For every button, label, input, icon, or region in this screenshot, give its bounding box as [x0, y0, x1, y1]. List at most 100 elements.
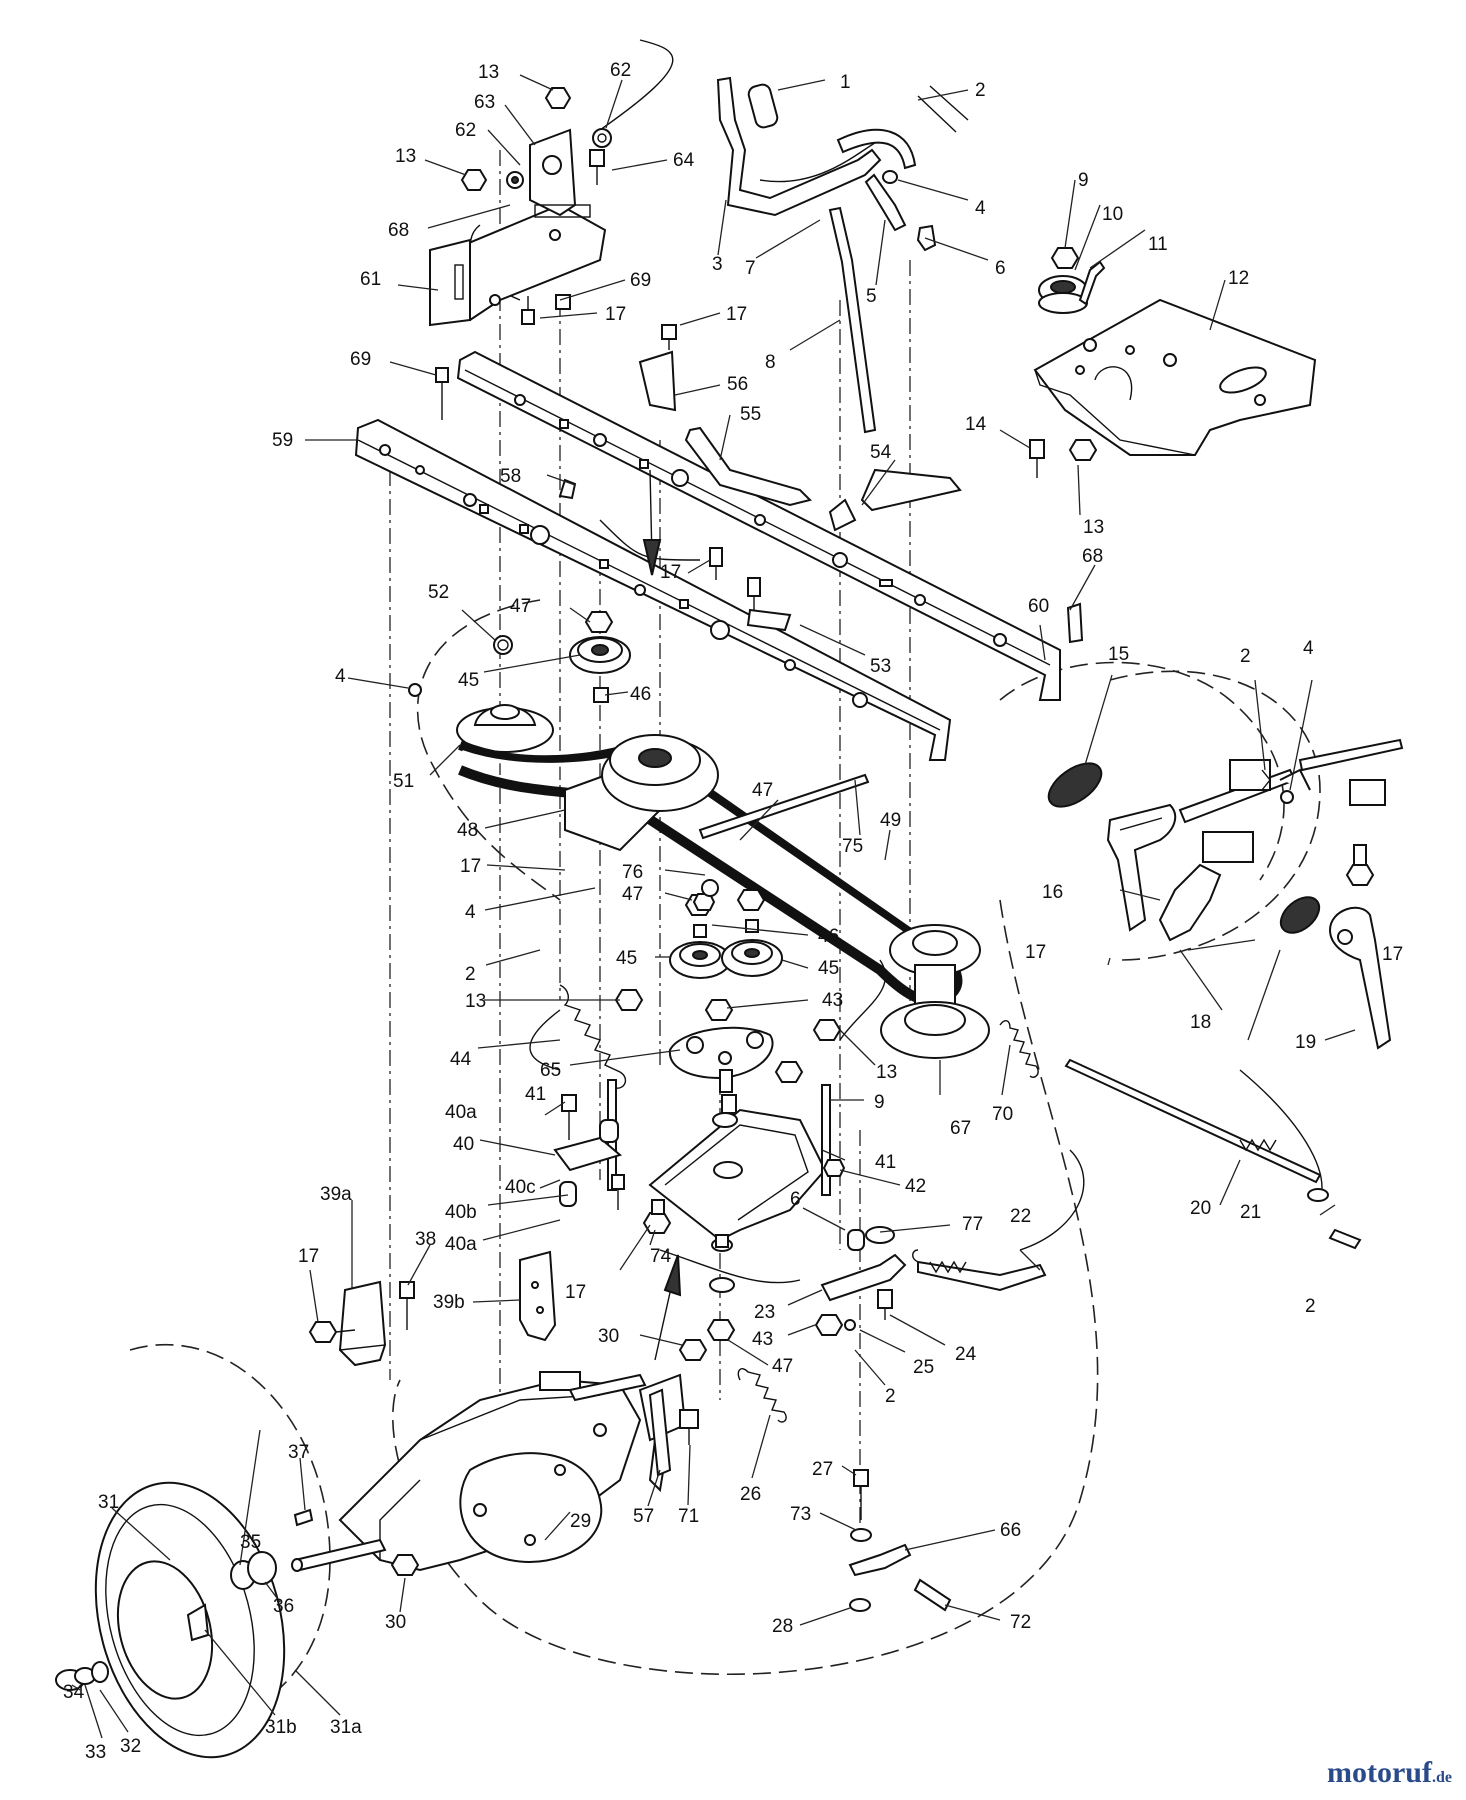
label-13: 13: [395, 146, 416, 167]
watermark-name: motoruf: [1327, 1756, 1432, 1789]
label-44: 44: [450, 1049, 472, 1070]
engine-pulley-48: [564, 734, 719, 852]
label-13: 13: [876, 1062, 897, 1083]
pedal-assembly-16: [1106, 738, 1404, 942]
label-31a: 31a: [330, 1717, 362, 1738]
idler-pulley-45-upper: [408, 611, 631, 703]
label-62: 62: [610, 60, 631, 81]
bracket-39a: [308, 1280, 415, 1367]
label-33: 33: [85, 1742, 106, 1763]
shift-lever-assembly: [716, 76, 969, 512]
label-14: 14: [965, 414, 987, 435]
label-40: 40: [453, 1134, 474, 1155]
idler-bracket-65: [614, 989, 842, 1093]
callout-labels: 1 2 3 4 5 6 7 8 9 10 11 12 13 62 63 13 6…: [63, 60, 1403, 1763]
label-69: 69: [350, 349, 371, 370]
label-66: 66: [1000, 1520, 1021, 1541]
label-63: 63: [474, 92, 495, 113]
label-56: 56: [727, 374, 748, 395]
label-40a: 40a: [445, 1102, 477, 1123]
label-71: 71: [678, 1506, 699, 1527]
label-55: 55: [740, 404, 761, 425]
leader-lines: [71, 74, 1356, 1739]
label-34: 34: [63, 1682, 85, 1703]
label-52: 52: [428, 582, 449, 603]
label-40a: 40a: [445, 1234, 477, 1255]
lower-idler-pulleys-45: [669, 879, 783, 979]
label-64: 64: [673, 150, 695, 171]
spring-26: [737, 1368, 787, 1423]
label-65: 65: [540, 1060, 561, 1081]
label-32: 32: [120, 1736, 141, 1757]
label-4: 4: [975, 198, 986, 219]
label-2: 2: [885, 1386, 896, 1407]
rod-55-56: [558, 350, 857, 632]
label-68: 68: [1082, 546, 1103, 567]
label-54: 54: [870, 442, 892, 463]
label-39a: 39a: [320, 1184, 352, 1205]
rear-wheel-31: [55, 1481, 286, 1759]
label-6: 6: [790, 1189, 801, 1210]
label-30: 30: [598, 1326, 619, 1347]
label-5: 5: [866, 286, 877, 307]
spacers-center: [706, 1234, 736, 1341]
rod-75: [698, 773, 870, 840]
mounting-plate-12: [1033, 298, 1317, 456]
label-41: 41: [875, 1152, 896, 1173]
upper-bracket-61: [429, 203, 607, 327]
key-37: [293, 1508, 314, 1527]
label-49: 49: [880, 810, 901, 831]
label-45: 45: [818, 958, 839, 979]
label-30: 30: [385, 1612, 406, 1633]
label-38: 38: [415, 1229, 436, 1250]
label-62: 62: [455, 120, 476, 141]
watermark-logo: motoruf.de: [1327, 1756, 1452, 1790]
label-17: 17: [726, 304, 747, 325]
frame-rail-59: [354, 418, 952, 761]
label-13: 13: [465, 991, 486, 1012]
direction-arrows: [642, 469, 682, 1361]
label-48: 48: [457, 820, 478, 841]
label-2: 2: [1305, 1296, 1316, 1317]
label-40c: 40c: [505, 1177, 536, 1198]
label-31: 31: [98, 1492, 119, 1513]
label-8: 8: [765, 352, 776, 373]
label-43: 43: [822, 990, 843, 1011]
label-27: 27: [812, 1459, 833, 1480]
label-17: 17: [1025, 942, 1046, 963]
label-69: 69: [630, 270, 651, 291]
spring-70: [999, 1020, 1039, 1078]
label-47: 47: [622, 884, 643, 905]
label-15: 15: [1108, 644, 1129, 665]
label-24: 24: [955, 1344, 977, 1365]
label-31b: 31b: [265, 1717, 297, 1738]
label-2: 2: [975, 80, 986, 101]
label-36: 36: [273, 1596, 294, 1617]
label-40b: 40b: [445, 1202, 477, 1223]
label-77: 77: [962, 1214, 983, 1235]
bracket-40: [553, 1094, 672, 1234]
label-11: 11: [1148, 234, 1168, 255]
label-10: 10: [1102, 204, 1123, 225]
label-19: 19: [1295, 1032, 1316, 1053]
shaft-57-71: [648, 1388, 699, 1477]
label-17: 17: [660, 562, 681, 583]
label-47: 47: [510, 596, 531, 617]
label-67: 67: [950, 1118, 971, 1139]
label-16: 16: [1042, 882, 1063, 903]
label-4: 4: [465, 902, 476, 923]
label-51: 51: [393, 771, 414, 792]
label-12: 12: [1228, 268, 1249, 289]
frame-rail-60: [456, 350, 1061, 701]
label-45: 45: [458, 670, 479, 691]
label-17: 17: [298, 1246, 319, 1267]
label-61: 61: [360, 269, 381, 290]
label-53: 53: [870, 656, 891, 677]
label-60: 60: [1028, 596, 1049, 617]
label-22: 22: [1010, 1206, 1031, 1227]
label-26: 26: [740, 1484, 761, 1505]
label-18: 18: [1190, 1012, 1211, 1033]
label-20: 20: [1190, 1198, 1211, 1219]
label-29: 29: [570, 1511, 591, 1532]
small-fasteners-frame: [709, 547, 1084, 644]
